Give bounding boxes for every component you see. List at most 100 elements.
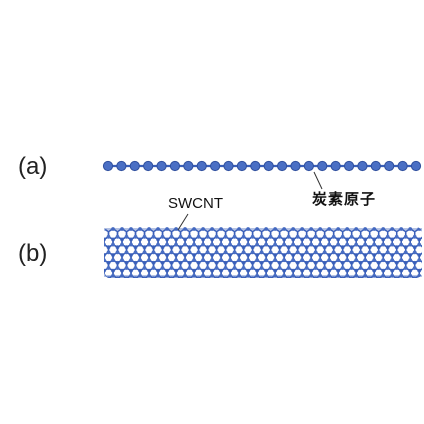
lattice-atom bbox=[151, 234, 156, 239]
lattice-atom bbox=[156, 258, 160, 263]
carbon-atom-leader bbox=[313, 171, 323, 190]
carbon-atom bbox=[317, 160, 328, 172]
lattice-atom bbox=[385, 266, 390, 270]
lattice-atom bbox=[129, 284, 133, 288]
swcnt-label: SWCNT bbox=[168, 195, 223, 212]
lattice-atom bbox=[183, 242, 187, 247]
lattice-atom bbox=[259, 266, 264, 270]
lattice-atom bbox=[399, 258, 404, 263]
lattice-atom bbox=[205, 250, 210, 255]
lattice-atom bbox=[259, 250, 264, 255]
carbon-atom bbox=[169, 160, 181, 172]
lattice-atom bbox=[277, 250, 282, 255]
lattice-atom bbox=[313, 266, 318, 270]
lattice-atom bbox=[336, 284, 340, 288]
carbon-atom bbox=[276, 160, 288, 172]
lattice-atom bbox=[93, 253, 97, 257]
lattice-atom bbox=[367, 250, 372, 255]
lattice-atom bbox=[246, 258, 251, 263]
hex-cell bbox=[418, 267, 422, 278]
lattice-atom bbox=[115, 266, 120, 270]
lattice-atom bbox=[156, 242, 160, 247]
lattice-atom bbox=[124, 250, 129, 255]
lattice-atom bbox=[372, 258, 377, 263]
lattice-atom bbox=[120, 284, 124, 288]
carbon-atom bbox=[143, 160, 154, 172]
lattice-atom bbox=[304, 234, 309, 239]
lattice-atom bbox=[322, 234, 327, 239]
lattice-atom bbox=[201, 242, 205, 247]
lattice-atom bbox=[273, 242, 278, 247]
lattice-atom bbox=[174, 242, 178, 247]
lattice-atom bbox=[160, 266, 165, 270]
lattice-atom bbox=[133, 234, 138, 239]
lattice-atom bbox=[98, 277, 102, 281]
lattice-atom bbox=[309, 258, 314, 263]
lattice-atom bbox=[165, 284, 169, 288]
lattice-atom bbox=[403, 250, 408, 255]
lattice-atom bbox=[250, 250, 255, 255]
lattice-atom bbox=[363, 284, 367, 288]
lattice-atom bbox=[183, 258, 187, 263]
lattice-atom bbox=[237, 258, 241, 263]
lattice-atom bbox=[340, 250, 345, 255]
lattice-atom bbox=[214, 250, 219, 255]
lattice-atom bbox=[232, 234, 237, 239]
lattice-atom bbox=[376, 234, 381, 239]
lattice-atom bbox=[151, 250, 156, 255]
carbon-atom bbox=[370, 160, 381, 172]
lattice-atom bbox=[93, 258, 97, 262]
lattice-atom bbox=[246, 242, 251, 247]
lattice-atom bbox=[196, 234, 201, 239]
carbon-atom-label: 炭素原子 bbox=[312, 190, 377, 208]
lattice-atom bbox=[349, 250, 354, 255]
lattice-atom bbox=[187, 266, 192, 270]
lattice-atom bbox=[120, 242, 124, 247]
hex-cell bbox=[104, 251, 105, 264]
lattice-atom bbox=[156, 284, 160, 288]
lattice-atom bbox=[345, 242, 350, 247]
lattice-atom bbox=[237, 242, 241, 247]
lattice-atom bbox=[331, 234, 336, 239]
lattice-atom bbox=[115, 250, 120, 255]
lattice-atom bbox=[93, 284, 97, 288]
lattice-atom bbox=[300, 284, 304, 288]
lattice-atom bbox=[98, 245, 102, 249]
lattice-atom bbox=[93, 227, 97, 231]
lattice-atom bbox=[111, 258, 115, 263]
lattice-atom bbox=[111, 242, 115, 247]
lattice-atom bbox=[210, 242, 214, 247]
lattice-atom bbox=[160, 234, 165, 239]
lattice-atom bbox=[403, 266, 408, 270]
hex-cell bbox=[104, 267, 105, 278]
carbon-atom bbox=[102, 160, 114, 172]
lattice-atom bbox=[104, 258, 106, 263]
carbon-atom bbox=[156, 160, 167, 172]
lattice-atom bbox=[165, 242, 169, 247]
lattice-atom bbox=[187, 234, 192, 239]
lattice-atom bbox=[408, 242, 413, 247]
lattice-atom bbox=[282, 242, 287, 247]
lattice-atom bbox=[340, 234, 345, 239]
lattice-atom bbox=[268, 234, 273, 239]
lattice-atom bbox=[232, 250, 237, 255]
lattice-atom bbox=[417, 258, 422, 263]
lattice-atom bbox=[178, 266, 183, 270]
lattice-atom bbox=[205, 266, 210, 270]
lattice-atom bbox=[111, 284, 115, 288]
lattice-atom bbox=[219, 284, 223, 288]
lattice-atom bbox=[219, 242, 223, 247]
lattice-atom bbox=[210, 258, 214, 263]
lattice-atom bbox=[336, 258, 341, 263]
lattice-atom bbox=[201, 284, 205, 288]
carbon-atom bbox=[330, 160, 341, 172]
lattice-atom bbox=[313, 234, 318, 239]
lattice-atom bbox=[241, 266, 246, 270]
lattice-atom bbox=[174, 284, 178, 288]
lattice-atom bbox=[169, 250, 174, 255]
lattice-atom bbox=[327, 242, 332, 247]
lattice-atom bbox=[93, 238, 97, 242]
hex-cell bbox=[104, 274, 110, 278]
lattice-atom bbox=[174, 258, 178, 263]
